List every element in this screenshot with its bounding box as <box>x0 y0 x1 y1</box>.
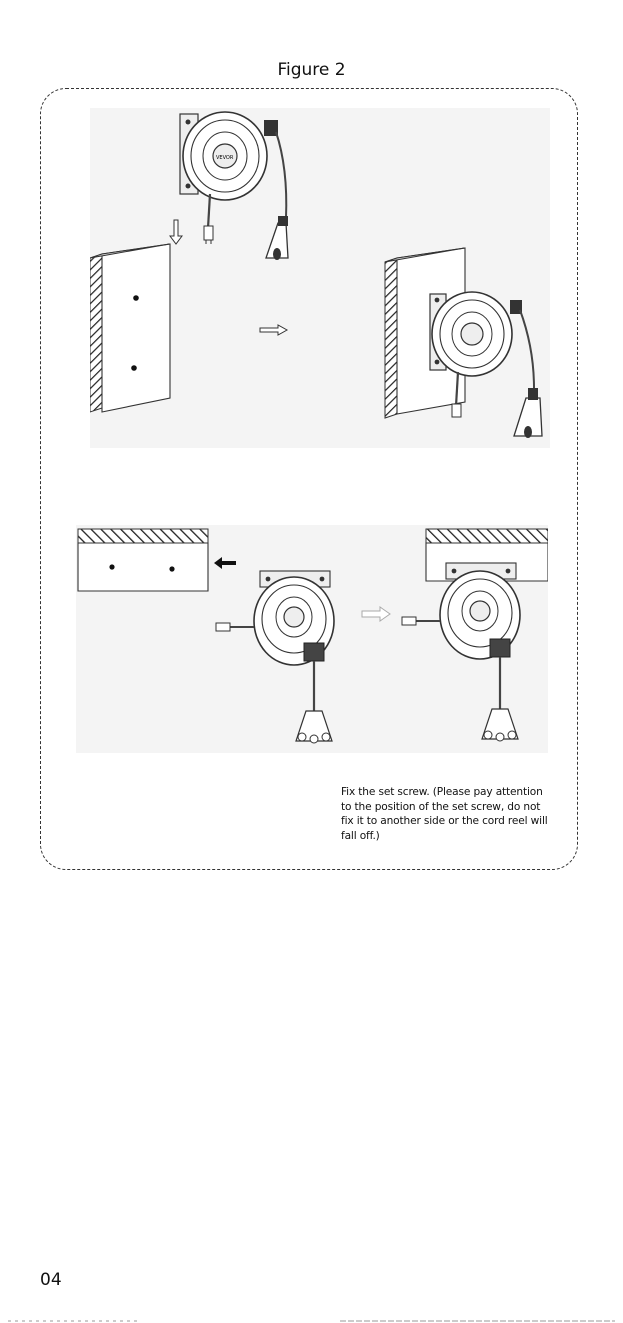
figure-title: Figure 2 <box>0 60 623 80</box>
wall-board-left <box>90 244 170 412</box>
caption-line: fix it to another side or the cord reel … <box>341 814 556 829</box>
caption-line: to the position of the set screw, do not <box>341 800 556 815</box>
wall-mount-illustration: VEVOR <box>90 108 550 448</box>
reel-logo: VEVOR <box>216 155 234 161</box>
caption-line: fall off.) <box>341 829 556 844</box>
footer-scan-marks <box>0 1318 623 1323</box>
ceiling-board-left <box>78 529 208 591</box>
ceiling-mount-illustration <box>76 525 548 753</box>
set-screw-caption: Fix the set screw. (Please pay attention… <box>341 785 556 843</box>
caption-line: Fix the set screw. (Please pay attention <box>341 785 556 800</box>
page-number: 04 <box>40 1270 62 1290</box>
